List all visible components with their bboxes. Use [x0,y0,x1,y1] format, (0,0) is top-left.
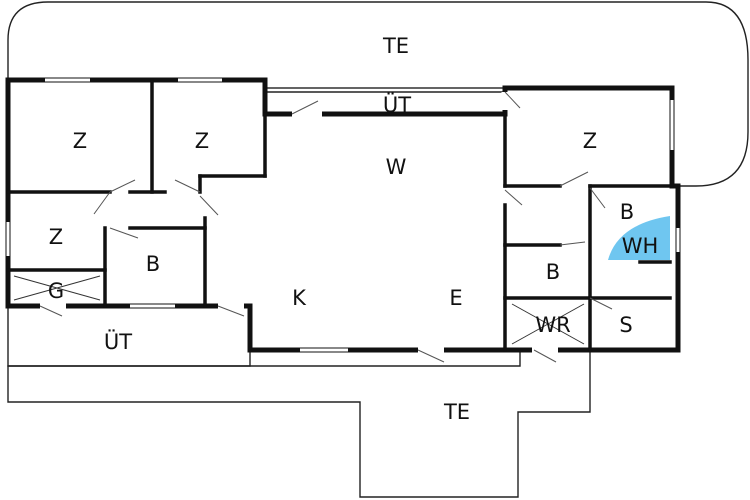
label-bedroom-1: Z [73,129,87,153]
label-terrace-bottom: TE [443,400,470,424]
label-bedroom-4: Z [583,129,597,153]
label-bedroom-3: Z [49,225,63,249]
door-openings [40,92,558,354]
label-water-heater: WH [622,234,659,258]
windows [6,78,680,352]
terrace-bottom-outline [7,349,591,498]
label-storage-s: S [619,313,632,337]
label-entrance: E [449,286,462,310]
label-utility-top: ÜT [383,92,411,117]
label-kitchen: K [292,286,307,310]
label-storage-g: G [48,279,64,303]
door-swings [39,91,613,363]
water-heater-shape [608,216,670,260]
label-wc: WR [535,313,570,337]
label-bath-right-bottom: B [546,260,560,284]
label-bath-left: B [146,252,160,276]
label-bath-right-top: B [620,200,634,224]
cross-marks [13,275,585,345]
inner-walls [6,78,674,352]
outer-walls [5,77,681,353]
label-living: W [386,155,407,179]
label-terrace-top: TE [382,34,409,58]
terrace-top-outline [7,1,749,187]
label-bedroom-2: Z [195,129,209,153]
label-utility-left: ÜT [104,329,132,354]
